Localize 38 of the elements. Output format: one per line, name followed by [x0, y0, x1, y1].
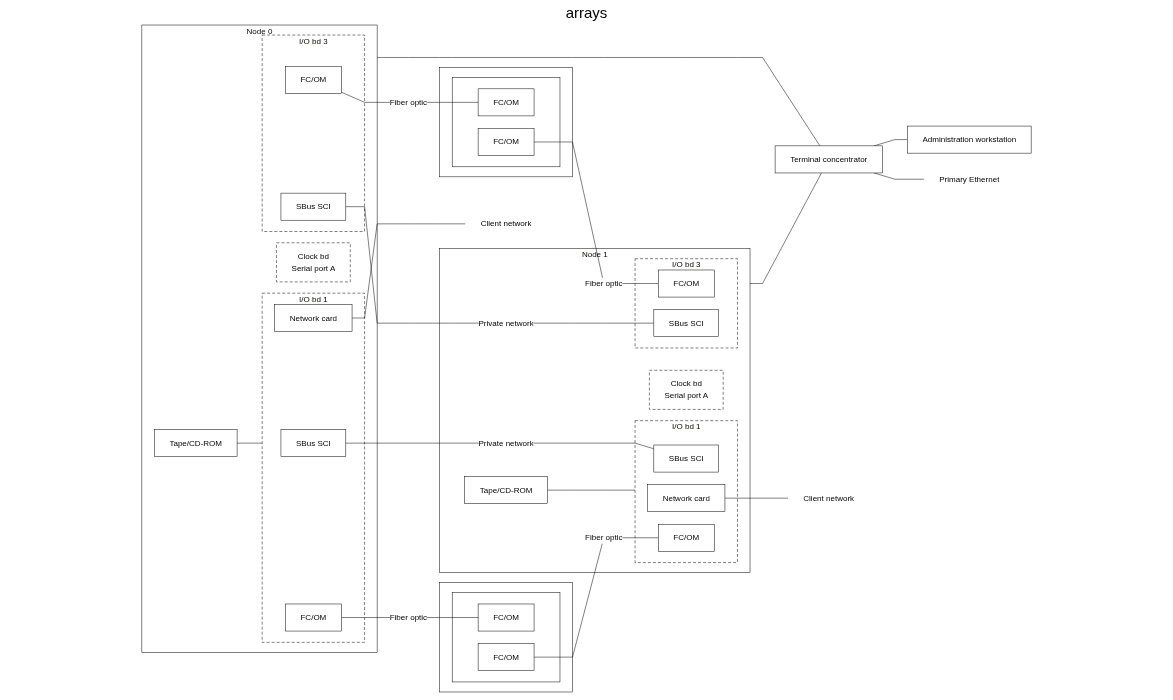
node-box: FC/OM	[477, 88, 535, 117]
cluster	[451, 592, 561, 683]
connector	[533, 141, 659, 284]
node-box: SBus SCI	[653, 444, 719, 473]
node-box: Clock bd Serial port A	[649, 370, 724, 410]
node-box: FC/OM	[285, 66, 342, 94]
edge-label: Fiber optic	[389, 97, 428, 107]
node-box: FC/OM	[477, 603, 535, 632]
node-text: Client network	[803, 493, 855, 503]
cluster	[451, 77, 561, 168]
edge-label: Fiber optic	[585, 533, 623, 542]
node-box: Network card	[647, 484, 726, 512]
cluster	[439, 582, 573, 693]
connector	[345, 206, 655, 324]
node-box: FC/OM	[285, 603, 342, 632]
node-box: Terminal concentrator	[774, 145, 883, 174]
node-box: Tape/CD-ROM	[154, 429, 238, 457]
edge-label: Private network	[478, 318, 534, 328]
node-box: Administration workstation	[907, 125, 1032, 154]
node-box: SBus SCI	[280, 429, 347, 457]
edge-label: Fiber optic	[585, 279, 623, 288]
node-box: SBus SCI	[653, 309, 719, 337]
edge-label: Fiber optic	[389, 613, 428, 622]
node-box: Network card	[274, 304, 353, 332]
node-box: SBus SCI	[280, 192, 347, 221]
node-box: FC/OM	[658, 524, 715, 552]
cluster	[439, 67, 573, 178]
edge-label: Private network	[478, 438, 534, 448]
node-box: FC/OM	[477, 128, 535, 156]
node-box: FC/OM	[658, 269, 715, 298]
node-text: Primary Ethernet	[939, 174, 1000, 184]
node-box: Tape/CD-ROM	[464, 476, 548, 504]
node-box: FC/OM	[477, 643, 535, 671]
storage-caption: arrays	[565, 4, 608, 21]
node-text: Client network	[480, 219, 532, 228]
connector	[533, 537, 659, 658]
connector	[351, 223, 466, 319]
node-box: Clock bd Serial port A	[276, 242, 351, 283]
